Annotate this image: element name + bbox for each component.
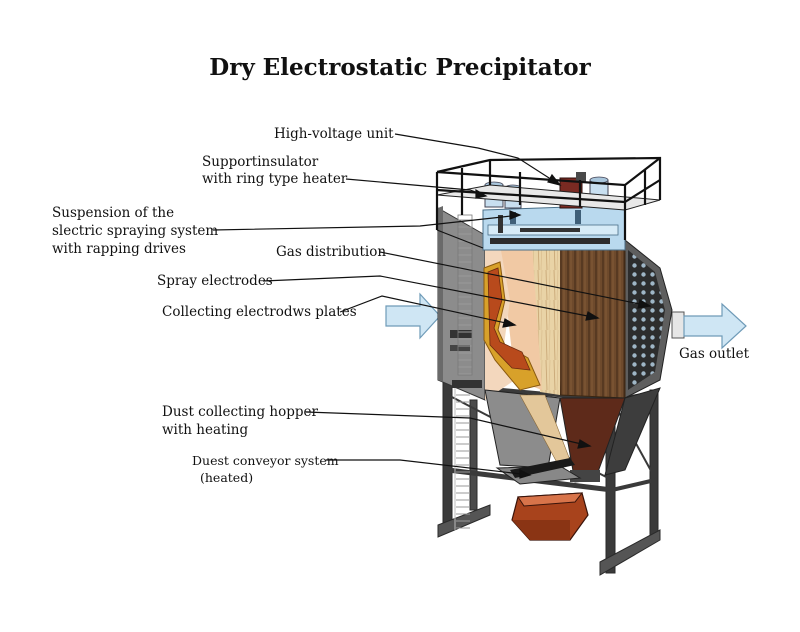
label-collecting-plates: Collecting electrodws plates: [162, 304, 357, 320]
label-conveyor-line1: Duest conveyor system: [192, 453, 339, 468]
collection-bin: [511, 492, 589, 541]
gas-inlet-arrow: [385, 292, 441, 340]
label-suspension-line1: Suspension of the: [52, 205, 175, 221]
label-suspension-line2: slectric spraying system: [52, 223, 219, 239]
label-dust-hopper-line2: with heating: [162, 422, 249, 438]
label-gas-outlet: Gas outlet: [679, 346, 750, 362]
leader-lines: [212, 133, 652, 479]
gas-outlet-arrow: [671, 302, 747, 350]
label-spray-electrodes: Spray electrodes: [157, 273, 273, 289]
spray-electrodes: [483, 261, 541, 391]
dust-hoppers: [484, 387, 661, 483]
roof-railing: [435, 156, 662, 249]
dust-conveyor: [495, 458, 582, 485]
label-suspension-line3: with rapping drives: [52, 241, 186, 257]
top-chamber: [482, 204, 626, 251]
label-support-insulator-line1: Supportinsulator: [202, 154, 319, 170]
label-conveyor-line2: (heated): [200, 470, 254, 485]
label-dust-hopper-line1: Dust collecting hopper: [162, 404, 318, 420]
diagram-title: Dry Electrostatic Precipitator: [209, 54, 591, 81]
label-gas-distribution: Gas distribution: [276, 244, 387, 260]
label-support-insulator-line2: with ring type heater: [202, 171, 348, 187]
label-high-voltage-unit: High-voltage unit: [274, 126, 394, 142]
